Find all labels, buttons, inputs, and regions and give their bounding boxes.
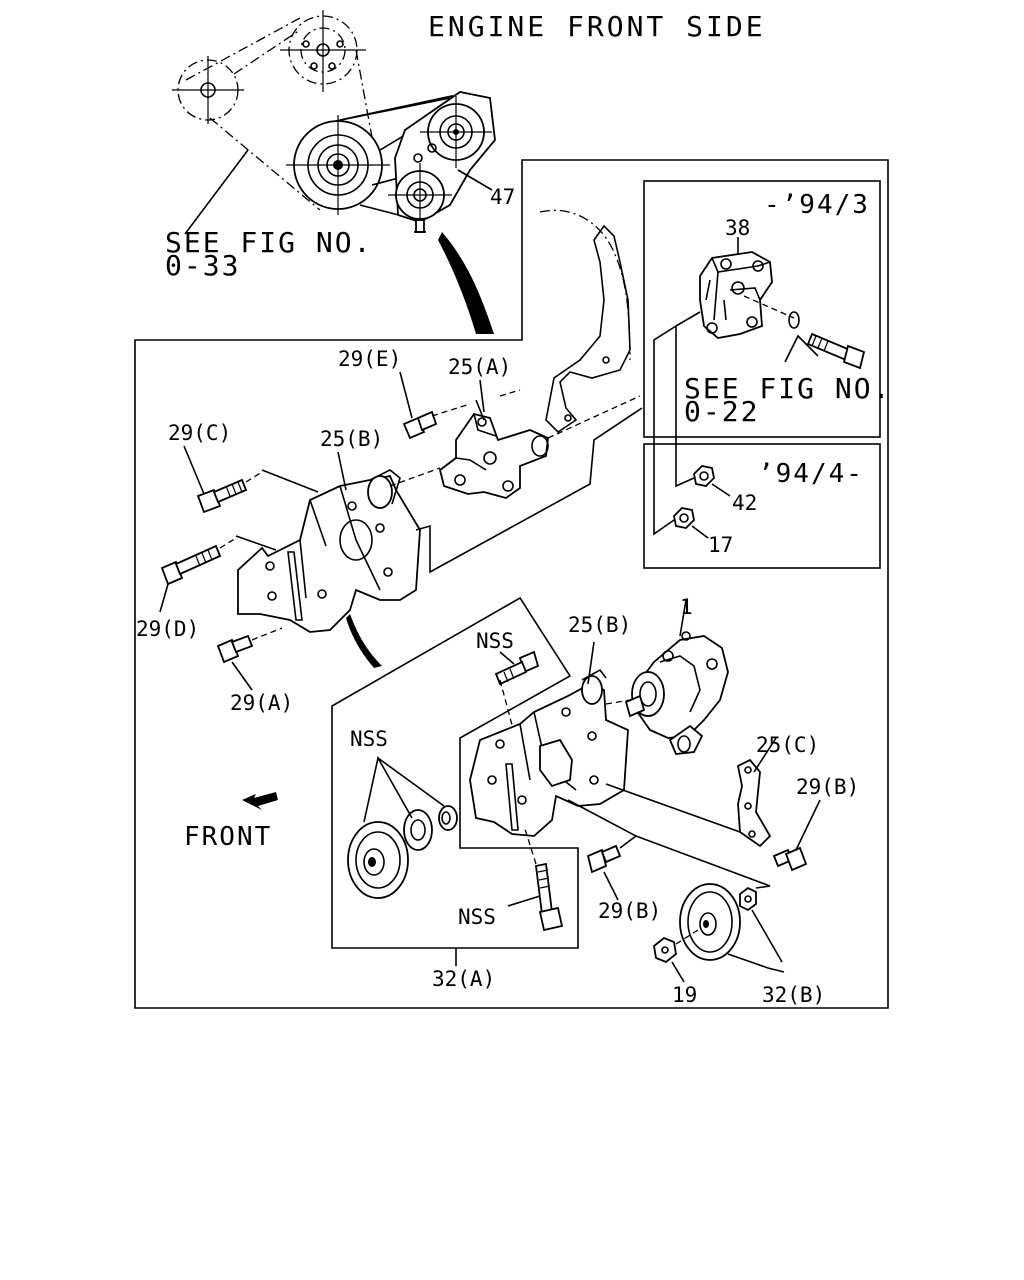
inset-box-early — [643, 180, 881, 438]
callout-29a: 29(A) — [230, 691, 293, 715]
bracket-25b-bottom — [469, 641, 741, 837]
main-detail-frame — [134, 159, 889, 1009]
nss-bolt-top — [494, 650, 540, 741]
callout-19: 19 — [672, 983, 697, 1007]
callout-25c: 25(C) — [756, 733, 819, 757]
callout-17: 17 — [708, 533, 733, 557]
bolt-29c — [183, 445, 319, 514]
bolt-29d — [159, 535, 277, 613]
detail-arrow-middle — [346, 614, 382, 668]
connector-lines — [653, 311, 701, 536]
callout-32b: 32(B) — [762, 983, 825, 1007]
front-direction-arrow — [242, 792, 278, 810]
see-fig-ref-inset-line2: 0-22 — [684, 395, 759, 428]
leader-25b-top — [337, 451, 347, 491]
callout-1: 1 — [680, 595, 693, 619]
nss-bolt-long — [507, 825, 564, 932]
callout-38: 38 — [725, 216, 750, 240]
inset-date-from: ’94/4- — [758, 459, 864, 489]
callout-25a: 25(A) — [448, 355, 511, 379]
nut-19 — [653, 929, 699, 983]
diagram-title: ENGINE FRONT SIDE — [428, 10, 766, 43]
inset-date-upto: -’94/3 — [764, 190, 870, 220]
callout-42: 42 — [732, 491, 757, 515]
inset-box-late — [643, 443, 881, 569]
see-fig-ref-top-line1: SEE FIG NO. — [165, 226, 372, 259]
callout-29e: 29(E) — [338, 347, 401, 371]
callout-25b-bottom: 25(B) — [568, 613, 631, 637]
see-fig-ref-inset-line1: SEE FIG NO. — [684, 372, 891, 405]
bracket-38 — [699, 237, 866, 370]
bracket-25a — [438, 389, 641, 499]
callout-nss-top: NSS — [476, 629, 514, 653]
bolt-29a — [216, 627, 283, 691]
bolt-29b-right — [772, 799, 821, 872]
callout-nss-left: NSS — [350, 727, 388, 751]
detail-arrow-top — [438, 232, 494, 334]
callout-29d: 29(D) — [136, 617, 199, 641]
nut-42 — [693, 465, 731, 497]
power-steering-pump — [624, 599, 729, 755]
leader-25a — [479, 379, 485, 413]
bracket-25b-top — [237, 407, 643, 633]
engine-block-outline — [539, 209, 631, 434]
bolt-29b-middle — [567, 799, 638, 901]
bracket-25c — [736, 737, 777, 848]
bolt-29e — [399, 371, 471, 440]
callout-25b-top: 25(B) — [320, 427, 383, 451]
callout-29b-right: 29(B) — [796, 775, 859, 799]
subassembly-32a-frame — [331, 596, 579, 949]
pulley-32b — [635, 835, 785, 973]
nss-pulley-set — [347, 755, 458, 899]
nut-17 — [673, 507, 709, 539]
front-label: FRONT — [184, 822, 272, 852]
callout-29c: 29(C) — [168, 421, 231, 445]
callout-47: 47 — [490, 185, 515, 209]
callout-29b-middle: 29(B) — [598, 899, 661, 923]
belt-drive-assembly — [172, 10, 496, 235]
see-fig-ref-top-line2: 0-33 — [165, 249, 240, 282]
callout-32a: 32(A) — [432, 967, 495, 991]
callout-nss-bolt: NSS — [458, 905, 496, 929]
